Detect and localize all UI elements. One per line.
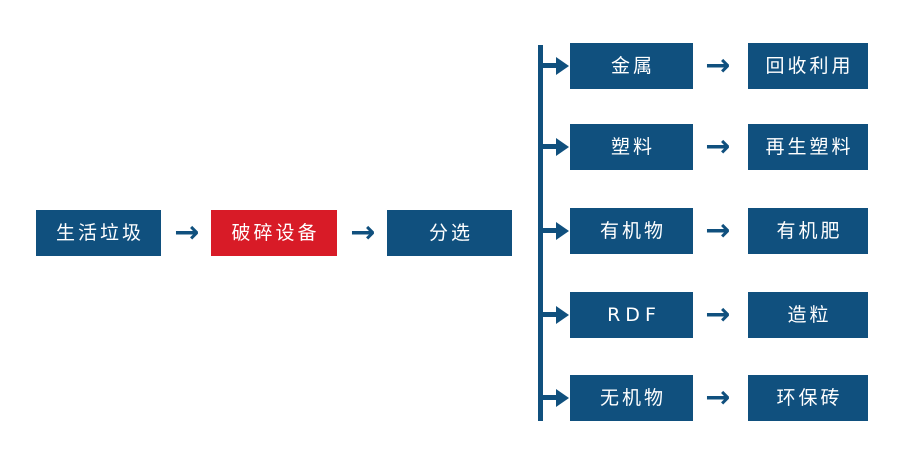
node-label: 再生塑料 <box>765 135 854 158</box>
arrow-branch-1: → <box>705 129 731 164</box>
branch-arrowhead-1 <box>556 137 569 156</box>
branch-stub-2 <box>538 228 559 233</box>
node-product-4: 环保砖 <box>748 375 868 421</box>
node-main-2: 分选 <box>387 210 512 256</box>
arrow-branch-2: → <box>705 213 731 248</box>
branch-arrowhead-4 <box>556 388 569 407</box>
node-label: 回收利用 <box>765 54 854 77</box>
node-fraction-2: 有机物 <box>570 208 693 254</box>
branch-stub-3 <box>538 312 559 317</box>
branch-arrowhead-2 <box>556 221 569 240</box>
node-label: 有机肥 <box>776 219 843 242</box>
branch-stub-0 <box>538 63 559 68</box>
node-main-1: 破碎设备 <box>211 210 337 256</box>
node-main-0: 生活垃圾 <box>36 210 161 256</box>
branch-stub-1 <box>538 144 559 149</box>
arrow-branch-4: → <box>705 380 731 415</box>
node-label: 金属 <box>610 54 655 77</box>
arrow-main-1: → <box>350 215 376 250</box>
node-label: 有机物 <box>599 219 666 242</box>
node-label: 生活垃圾 <box>55 221 144 244</box>
node-product-3: 造粒 <box>748 292 868 338</box>
node-product-1: 再生塑料 <box>748 124 868 170</box>
node-label: 无机物 <box>599 386 666 409</box>
branch-arrowhead-3 <box>556 305 569 324</box>
arrow-main-0: → <box>174 215 200 250</box>
arrow-branch-3: → <box>705 297 731 332</box>
node-label: 破碎设备 <box>231 221 320 244</box>
node-label: 塑料 <box>610 135 655 158</box>
node-fraction-0: 金属 <box>570 43 693 89</box>
branch-trunk-line <box>538 45 543 421</box>
branch-arrowhead-0 <box>556 56 569 75</box>
node-fraction-4: 无机物 <box>570 375 693 421</box>
node-label: 造粒 <box>787 303 832 326</box>
node-label: 环保砖 <box>776 386 843 409</box>
branch-stub-4 <box>538 395 559 400</box>
node-label: 分选 <box>428 221 473 244</box>
node-fraction-3: RDF <box>570 292 693 338</box>
node-fraction-1: 塑料 <box>570 124 693 170</box>
node-product-2: 有机肥 <box>748 208 868 254</box>
arrow-branch-0: → <box>705 48 731 83</box>
node-product-0: 回收利用 <box>748 43 868 89</box>
node-label: RDF <box>607 303 661 326</box>
